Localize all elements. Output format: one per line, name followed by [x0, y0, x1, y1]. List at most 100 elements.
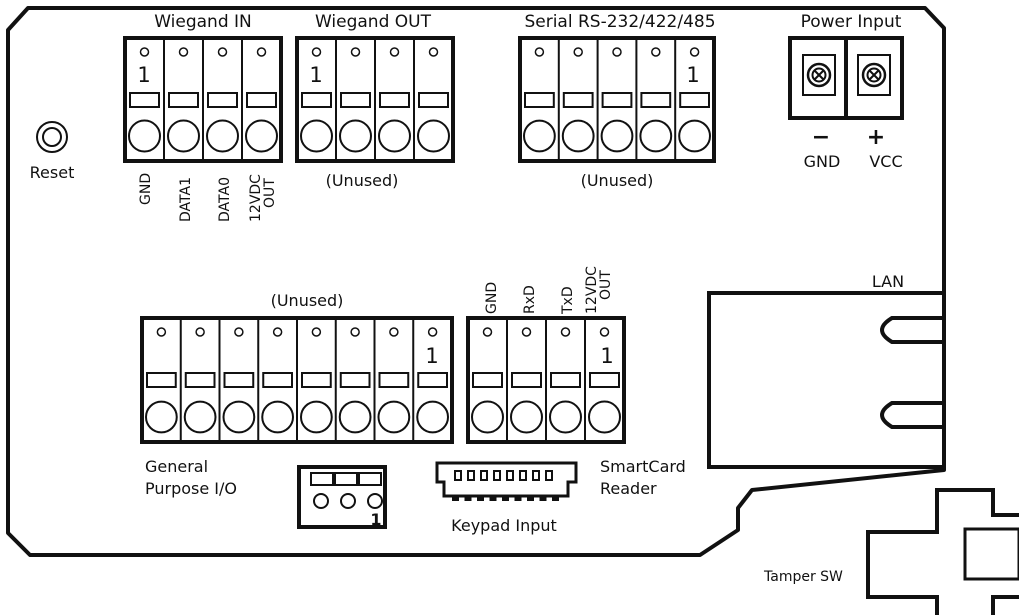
terminal-screw	[523, 119, 556, 153]
keypad-tooth	[502, 496, 509, 501]
reset-button	[36, 121, 68, 153]
gpio-label-1: General	[145, 457, 208, 476]
smartcard-label-1: SmartCard	[600, 457, 686, 476]
terminal-hole	[427, 327, 438, 337]
keypad-pin	[467, 470, 475, 481]
terminal-screw	[338, 400, 372, 434]
gpio-label-2: Purpose I/O	[145, 479, 237, 498]
terminal-lever	[679, 92, 711, 108]
terminal-hole	[178, 47, 189, 57]
terminal-lever	[301, 372, 332, 388]
wiegand-out-terminal	[295, 36, 455, 163]
power-title: Power Input	[801, 12, 902, 32]
terminal-hole	[272, 327, 283, 337]
keypad-pin	[454, 470, 462, 481]
keypad-pin	[480, 470, 488, 481]
terminal-hole	[389, 47, 400, 57]
terminal-screw	[378, 119, 411, 153]
reset-label: Reset	[30, 163, 75, 182]
wiegand-in-title: Wiegand IN	[154, 12, 252, 32]
small-connector-pin1: 1	[370, 510, 381, 529]
keypad-pin	[519, 470, 527, 481]
terminal-screw	[416, 400, 449, 434]
terminal-screw	[678, 119, 711, 153]
terminal-hole	[156, 327, 167, 337]
serial-note: (Unused)	[581, 171, 654, 190]
smartcard-pin-gnd: GND	[484, 282, 500, 314]
smartcard-pin-labels: GND RxD TxD 12VDCOUT	[484, 266, 614, 315]
power-minus: −	[812, 125, 830, 150]
keypad-tooth	[452, 496, 459, 501]
terminal-screw	[510, 400, 543, 434]
terminal-screw	[261, 400, 294, 434]
wiegand-in-pin-gnd: GND	[138, 173, 154, 205]
smartcard-pin-txd: TxD	[560, 286, 576, 315]
terminal-lever	[379, 92, 410, 108]
smartcard-terminal	[466, 316, 626, 444]
terminal-screw	[339, 119, 372, 153]
terminal-lever	[417, 372, 448, 388]
keypad-tooth	[477, 496, 484, 501]
wiegand-out-note: (Unused)	[326, 171, 399, 190]
wiegand-out-title: Wiegand OUT	[315, 12, 432, 32]
terminal-screw	[639, 119, 673, 153]
serial-terminal	[518, 36, 716, 163]
terminal-lever	[168, 92, 199, 108]
terminal-lever	[601, 92, 633, 108]
terminal-lever	[472, 372, 503, 388]
terminal-hole	[350, 327, 360, 337]
serial-title: Serial RS-232/422/485	[524, 12, 715, 32]
keypad-tooth	[514, 496, 522, 501]
terminal-hole	[534, 47, 545, 57]
terminal-hole	[234, 327, 244, 337]
keypad-label: Keypad Input	[451, 516, 557, 535]
gpio-terminal	[140, 316, 454, 444]
terminal-hole	[217, 47, 228, 57]
smartcard-pin-12vdc: 12VDCOUT	[584, 266, 614, 314]
keypad-pin	[545, 470, 553, 481]
lan-port	[707, 291, 944, 469]
terminal-screw	[145, 400, 178, 434]
terminal-lever	[184, 372, 216, 388]
smartcard-pin-rxd: RxD	[522, 285, 538, 314]
terminal-body	[518, 36, 716, 163]
terminal-screw	[128, 119, 161, 153]
smartcard-label-2: Reader	[600, 479, 657, 498]
keypad-pin	[493, 470, 501, 481]
terminal-lever	[589, 372, 620, 388]
terminal-screw	[417, 119, 450, 153]
terminal-lever	[301, 92, 332, 108]
terminal-hole	[311, 327, 322, 337]
terminal-hole	[612, 47, 622, 57]
terminal-screw	[300, 400, 333, 434]
tamper-switch	[866, 488, 1019, 615]
keypad-pins	[454, 470, 553, 481]
power-vcc-label: VCC	[869, 152, 902, 171]
wiegand-in-terminal	[123, 36, 283, 163]
power-plus: +	[867, 125, 885, 150]
terminal-hole	[599, 327, 610, 337]
terminal-lever	[223, 372, 255, 388]
terminal-hole	[428, 47, 439, 57]
terminal-screw	[549, 400, 582, 434]
keypad-tooth	[489, 496, 497, 501]
power-input-terminal	[788, 36, 904, 120]
terminal-lever	[550, 372, 581, 388]
board-outline	[6, 6, 946, 557]
terminal-screw	[561, 119, 595, 153]
keypad-connector	[435, 461, 578, 501]
terminal-lever	[339, 372, 371, 388]
terminal-lever	[524, 92, 555, 108]
wiegand-in-pin-data1: DATA1	[178, 177, 194, 222]
terminal-screw	[183, 400, 217, 434]
terminal-hole	[482, 327, 493, 337]
serial-pin1: 1	[686, 63, 699, 87]
terminal-hole	[139, 47, 150, 57]
terminal-lever	[511, 372, 542, 388]
keypad-pin	[506, 470, 514, 481]
terminal-hole	[689, 47, 700, 57]
power-screw-icon	[861, 62, 887, 88]
power-gnd-label: GND	[804, 152, 841, 171]
gpio-pin1: 1	[425, 344, 438, 368]
